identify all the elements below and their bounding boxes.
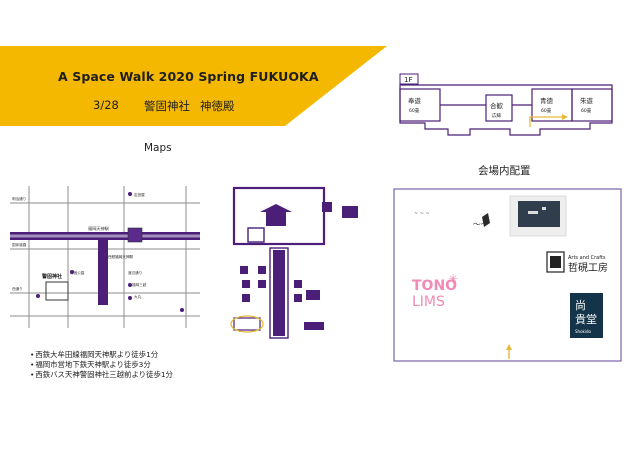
header-banner [0,46,387,126]
venue-highlight [230,315,264,333]
shrine-grounds-map [230,186,358,339]
room-name-shuyu: 朱遊 [580,96,594,105]
store-label-daimaru: 大丸 [134,294,142,299]
room-size-shuyu: 60畳 [581,108,592,114]
station-label: 福岡天神駅 [88,225,110,232]
exhibitor-brush-icon [482,213,490,227]
tono-star-icon: ✳ [448,272,458,286]
event-title: A Space Walk 2020 Spring FUKUOKA [58,69,319,84]
entry-route-arrow [529,116,562,127]
kobo-subtitle: Arts and Crafts [568,255,606,261]
event-date: 3/28 [93,98,119,112]
kobo-name: 哲硯工房 [568,261,608,274]
line-label: 西鉄福岡天神駅 [108,254,134,259]
store-label-mitsukoshi: 福岡三越 [132,282,147,287]
room-name-seitoku: 青徳 [540,96,554,105]
shrine-label: 警固神社 [41,273,62,280]
shokido-name-top: 尚 [575,298,586,312]
street-label-kokutai: 国体道路 [12,242,27,247]
shokido-name-bottom: 貴堂 [575,312,597,326]
street-label-meiji: 明治通り [12,196,26,201]
maps-heading: Maps [144,142,172,154]
access-item: 西鉄バス天神警固神社三越前より徒歩1分 [30,370,173,380]
exhibitor-signature: 〜〜 [472,220,489,229]
store-label-iwataya: 岩田屋 [134,192,145,197]
street-label-watanabe: 渡辺通り [128,270,142,275]
park-label: 警固公園 [70,270,85,275]
room-name-gokan: 合歓 [490,101,504,110]
lims-logo: LIMS [412,294,445,310]
shokido-subtitle: Shokido [575,329,591,334]
floor-plan: 1F 奉遊 60畳 合歓 広縁 青徳 60畳 朱遊 60畳 [399,73,613,136]
tono-logo: TONO [412,278,457,294]
street-label-nishi: 西通り [12,286,23,291]
event-venue: 警固神社 [144,99,190,113]
floor-label: 1F [404,76,412,84]
venue-layout-frame [393,188,622,362]
room-size-seitoku: 60畳 [541,108,552,114]
room-name-houyu: 奉遊 [408,96,422,105]
room-size-gokan: 広縁 [492,112,501,119]
access-list: 西鉄大牟田線福岡天神駅より徒歩1分 福岡市営地下鉄天神駅より徒歩3分 西鉄バス天… [30,350,173,380]
area-map: 警固神社 福岡天神駅 西鉄福岡天神駅 明治通り 国体道路 渡辺通り 西通り 福岡… [10,186,200,328]
exhibitor-handwriting: ~ ~ ~ [414,211,430,217]
venue-layout: ~ ~ ~ 〜〜 TONO LIMS ✳ Arts and Crafts 哲硯工… [393,188,622,362]
venue-layout-heading: 会場内配置 [478,165,531,177]
access-item: 福岡市営地下鉄天神駅より徒歩3分 [30,360,173,370]
access-item: 西鉄大牟田線福岡天神駅より徒歩1分 [30,350,173,360]
event-hall: 神徳殿 [200,99,235,113]
shokido-logo [570,293,603,338]
room-size-houyu: 60畳 [409,108,420,114]
